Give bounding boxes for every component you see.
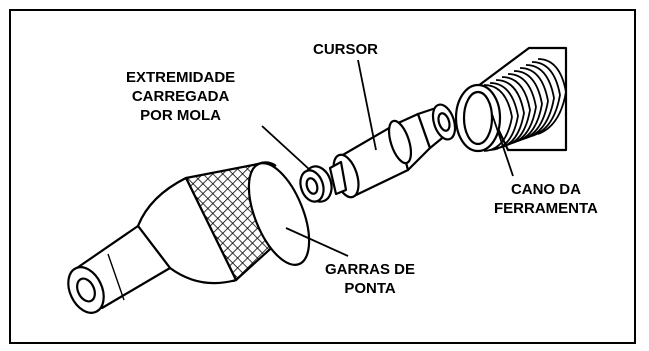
label-spring-tip: EXTREMIDADE CARREGADA POR MOLA [126, 69, 236, 124]
leader-tip-jaws [285, 227, 349, 257]
tip-jaws-part [67, 161, 311, 314]
label-tool-barrel: CANO DA FERRAMENTA [494, 181, 598, 217]
label-tip-jaws: GARRAS DE PONTA [325, 261, 416, 297]
spring-tip-part [299, 165, 333, 203]
leader-tool-barrel [491, 113, 514, 177]
tool-barrel [454, 46, 568, 153]
leader-cursor [357, 59, 377, 151]
figure-frame [9, 9, 636, 344]
leader-lines [261, 59, 514, 257]
leader-spring-tip [261, 125, 311, 171]
label-cursor: CURSOR [313, 41, 379, 58]
cursor-part [328, 103, 457, 199]
